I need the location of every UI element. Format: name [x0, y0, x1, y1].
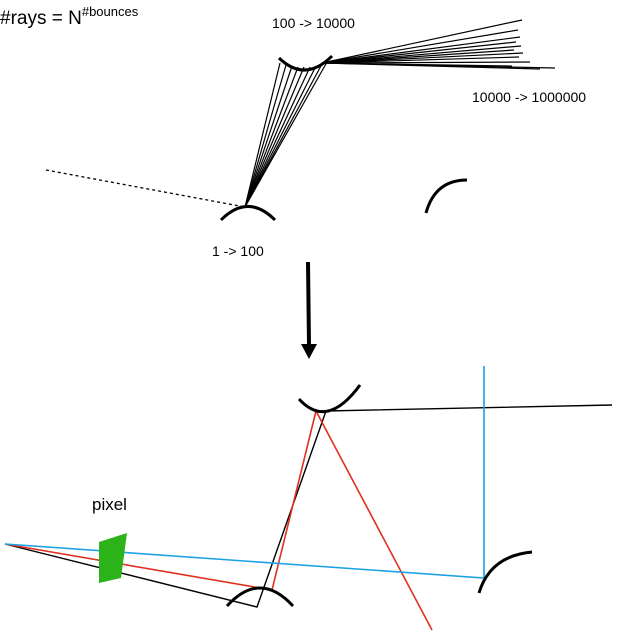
ray-fan-first	[244, 61, 328, 208]
label-third-bounce: 10000 -> 1000000	[472, 89, 586, 105]
label-second-bounce: 100 -> 10000	[272, 15, 355, 31]
top-diagram: 1 -> 100 100 -> 10000 10000 -> 1000000	[45, 15, 586, 259]
surface-top	[297, 384, 362, 414]
label-pixel: pixel	[92, 495, 127, 514]
red-path	[4, 408, 433, 631]
blue-path	[4, 366, 485, 579]
pixel-shape	[99, 533, 127, 583]
title-superscript: #bounces	[82, 4, 139, 19]
surface-bottom	[225, 586, 295, 608]
surface-first-bounce	[219, 205, 277, 222]
down-arrow	[301, 261, 317, 359]
surface-third-bounce	[424, 178, 468, 214]
title-text: #rays = N#bounces	[0, 4, 139, 29]
ray-fan-second	[321, 19, 556, 70]
surface-right	[477, 550, 533, 594]
title-base: #rays = N	[0, 8, 82, 29]
down-arrow-head	[301, 344, 317, 359]
bottom-diagram: pixel	[4, 366, 613, 631]
label-first-bounce: 1 -> 100	[212, 243, 264, 259]
surface-second-bounce	[277, 54, 334, 72]
incoming-dotted-ray	[45, 169, 246, 208]
